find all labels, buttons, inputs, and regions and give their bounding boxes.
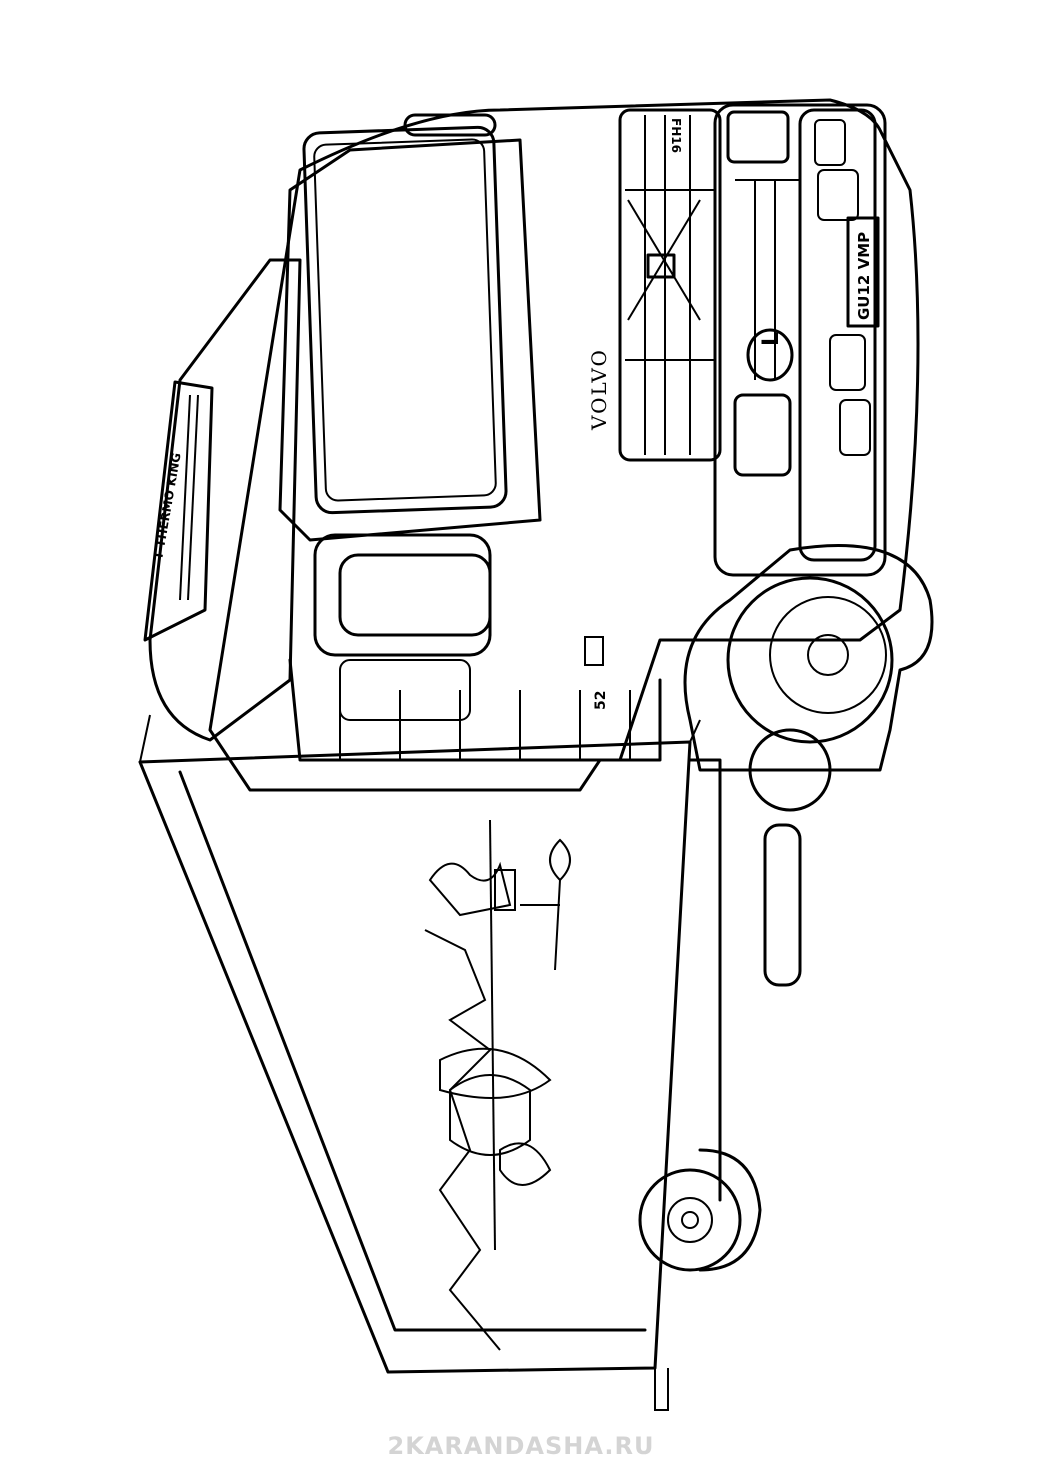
front-fascia: GU12 VMP L [713,103,887,577]
volvo-logo-text: VOLVO [587,348,611,431]
side-mirror [338,553,492,637]
license-plate [846,216,880,328]
windshield [302,125,508,515]
door-number: 52 [593,691,609,710]
headlight [733,393,792,477]
cargo-box [138,714,701,1411]
learner-plate-letter: L [759,332,784,346]
front-wheel [683,544,934,772]
thermo-king-label: T THERMO KING [151,452,184,561]
grille: FH16 [618,108,722,462]
box-scene-illustration [424,819,571,1351]
watermark: 2KARANDASHA.RU [387,1432,655,1460]
rear-wheel [638,1148,762,1272]
cab: 52 VOLVO [208,98,920,792]
license-plate-text: GU12 VMP [855,232,873,320]
refrigeration-unit: T THERMO KING [143,258,302,742]
model-badge: FH16 [669,118,683,153]
headlight [726,110,790,164]
mirror [403,113,497,137]
chassis [688,728,832,1202]
learner-plate [746,328,794,382]
